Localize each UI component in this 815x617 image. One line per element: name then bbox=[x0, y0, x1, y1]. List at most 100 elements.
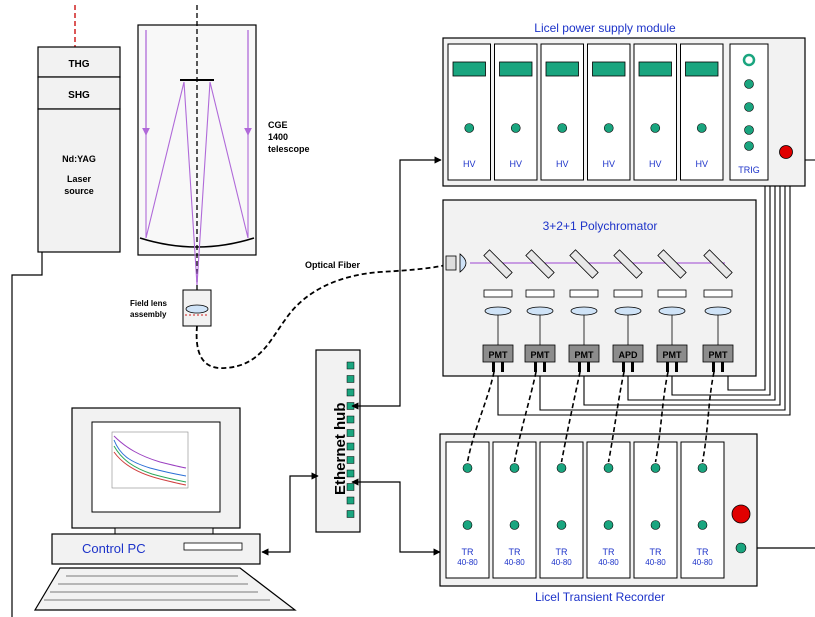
laser-source-line3: source bbox=[64, 186, 94, 196]
telescope-tube bbox=[137, 24, 257, 256]
detector-pin bbox=[534, 362, 537, 372]
polychromator-title: 3+2+1 Polychromator bbox=[543, 219, 658, 233]
signal-cable-4 bbox=[607, 371, 625, 463]
power-supply-title: Licel power supply module bbox=[534, 21, 676, 35]
beamsplitter bbox=[703, 249, 733, 279]
laser-source-line1: Nd:YAG bbox=[62, 154, 96, 164]
hv-slot-1: HV bbox=[447, 43, 491, 181]
polychromator-channel-3: PMT bbox=[568, 249, 600, 372]
signal-cable-5 bbox=[654, 371, 669, 463]
tr-label-line2: 40-80 bbox=[551, 558, 572, 567]
telescope-label-line3: telescope bbox=[268, 144, 310, 154]
tr-status-led bbox=[603, 520, 614, 530]
detector-label: PMT bbox=[531, 350, 551, 360]
interference-filter bbox=[703, 289, 733, 298]
interference-filter bbox=[525, 289, 555, 298]
telescope-group: CGE 1400 telescope Field lens assembly bbox=[130, 5, 310, 327]
hv-led bbox=[696, 123, 707, 133]
power-button[interactable] bbox=[779, 145, 793, 159]
tr-status-led bbox=[556, 520, 567, 530]
tr-input-led bbox=[556, 463, 567, 473]
hub-port bbox=[346, 442, 355, 451]
detector-pin bbox=[501, 362, 504, 372]
detector-pin bbox=[721, 362, 724, 372]
cable-hub-to-recorder bbox=[351, 478, 441, 556]
polychromator-channel-1: PMT bbox=[482, 249, 514, 372]
focusing-lens bbox=[614, 306, 642, 316]
hv-label: HV bbox=[649, 159, 662, 169]
cable-hub-to-pc bbox=[261, 472, 319, 556]
beamsplitter bbox=[613, 249, 643, 279]
telescope-label-line1: CGE bbox=[268, 120, 288, 130]
tr-input-led bbox=[650, 463, 661, 473]
polychromator-channel-6: PMT bbox=[702, 249, 734, 372]
shg-label: SHG bbox=[68, 90, 90, 101]
detector-pin bbox=[622, 362, 625, 372]
hub-port bbox=[346, 469, 355, 478]
screen-plot bbox=[111, 431, 189, 489]
signal-cables bbox=[466, 371, 715, 463]
field-lens bbox=[185, 304, 209, 314]
hub-port bbox=[346, 429, 355, 437]
control-pc: Control PC bbox=[33, 407, 297, 611]
hv-display bbox=[685, 61, 719, 77]
hv-display bbox=[452, 61, 486, 77]
hv-display bbox=[499, 61, 533, 77]
hv-label: HV bbox=[556, 159, 569, 169]
interference-filter bbox=[483, 289, 513, 298]
ethernet-hub: Ethernet hub bbox=[315, 349, 361, 533]
thg-label: THG bbox=[68, 59, 89, 70]
tr-label-line1: TR bbox=[650, 547, 662, 557]
detector-box bbox=[524, 344, 556, 363]
shg-box bbox=[37, 76, 121, 110]
hv-label: HV bbox=[602, 159, 615, 169]
hv-label: HV bbox=[463, 159, 476, 169]
trigger-led-1 bbox=[744, 79, 754, 89]
tr-input-led bbox=[603, 463, 614, 473]
laser-source-line2: Laser bbox=[67, 174, 92, 184]
tr-label-line1: TR bbox=[603, 547, 615, 557]
focusing-lens bbox=[484, 306, 512, 316]
signal-cable-6 bbox=[701, 371, 715, 463]
trigger-label: TRIG bbox=[738, 165, 760, 175]
trigger-led-4 bbox=[744, 141, 754, 151]
focusing-lens bbox=[658, 306, 686, 316]
detector-pin bbox=[666, 362, 669, 372]
trigger-led-2 bbox=[744, 102, 754, 112]
keyboard bbox=[33, 567, 297, 611]
detector-label: PMT bbox=[709, 350, 729, 360]
interference-filter bbox=[613, 289, 643, 298]
detector-box bbox=[656, 344, 688, 363]
tr-status-led bbox=[697, 520, 708, 530]
signal-cable-2 bbox=[513, 371, 537, 463]
laser-group: THG SHG Nd:YAG Laser source bbox=[11, 5, 121, 617]
detector-box bbox=[482, 344, 514, 363]
tr-input-led bbox=[462, 463, 473, 473]
interference-filter bbox=[657, 289, 687, 298]
hv-label: HV bbox=[509, 159, 522, 169]
focusing-lens bbox=[526, 306, 554, 316]
tr-input-led bbox=[697, 463, 708, 473]
telescope-label-line2: 1400 bbox=[268, 132, 288, 142]
detector-pin bbox=[543, 362, 546, 372]
hub-port bbox=[346, 510, 355, 518]
recorder-power-button[interactable] bbox=[731, 504, 751, 524]
tr-status-led bbox=[462, 520, 473, 530]
detector-pin bbox=[587, 362, 590, 372]
tr-input-led bbox=[509, 463, 520, 473]
hub-port bbox=[346, 496, 355, 505]
tr-status-led bbox=[650, 520, 661, 530]
detector-label: PMT bbox=[663, 350, 683, 360]
ethernet-hub-label: Ethernet hub bbox=[332, 403, 349, 496]
field-lens-label-line2: assembly bbox=[130, 310, 167, 319]
focusing-lens bbox=[570, 306, 598, 316]
hv-display bbox=[638, 61, 672, 77]
hv-display bbox=[545, 61, 579, 77]
hv-led bbox=[603, 123, 614, 133]
